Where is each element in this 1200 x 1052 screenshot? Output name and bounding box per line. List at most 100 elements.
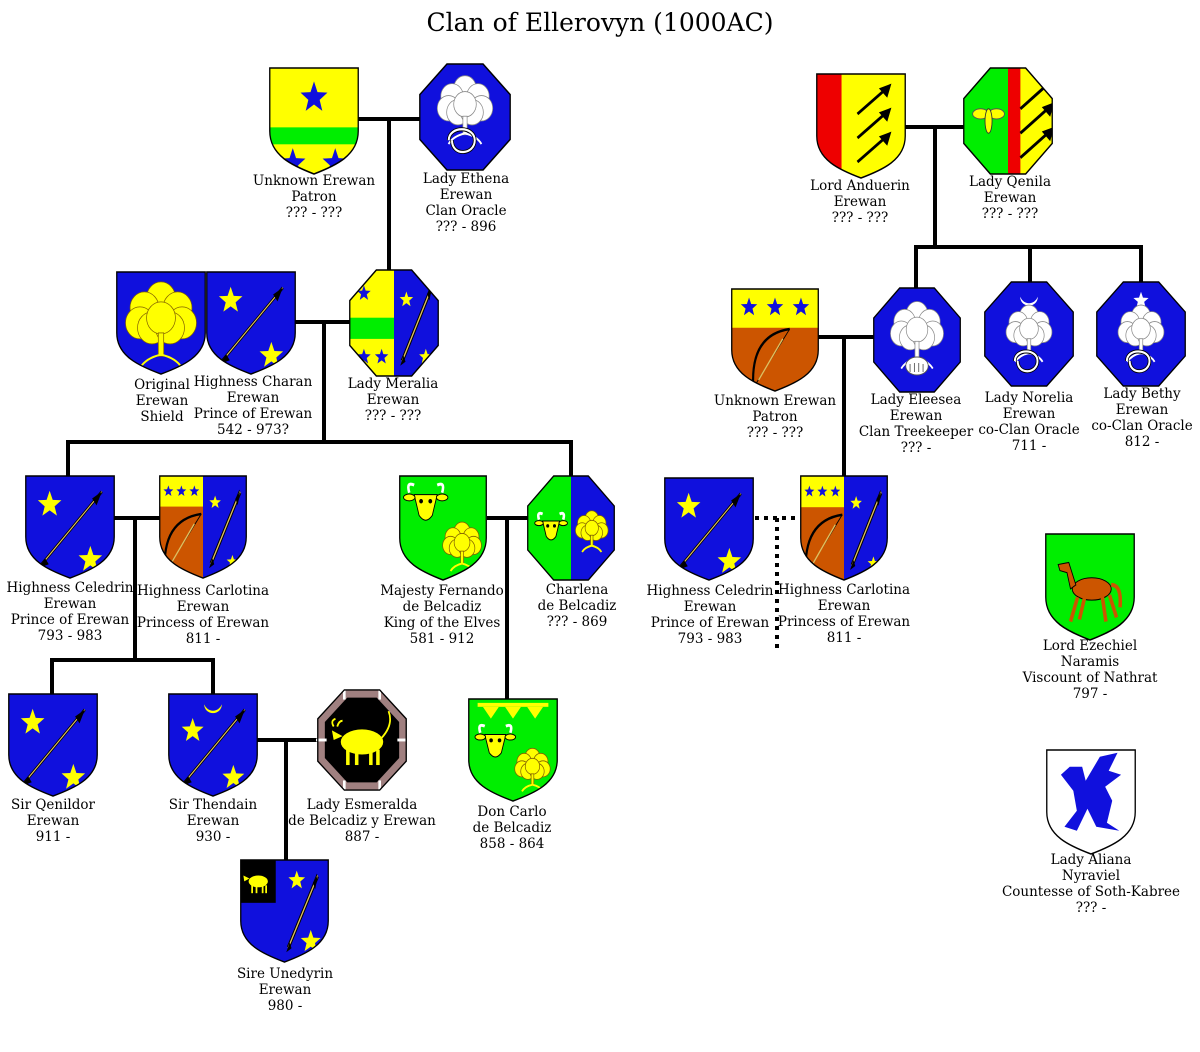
tree-icon — [575, 510, 609, 553]
person-label-line: Highness Charan — [193, 374, 313, 390]
star-icon — [226, 554, 239, 568]
person-label-line: 711 - — [1011, 438, 1047, 454]
person-label-line: Unknown Erewan — [252, 173, 376, 189]
person-label-line: 793 - 983 — [37, 628, 103, 644]
bull-head-icon — [403, 482, 449, 521]
person-label-line: Lady Ethena — [422, 171, 510, 187]
spear-icon — [850, 489, 883, 570]
person-label-line: ??? - ??? — [364, 408, 422, 424]
star-icon — [766, 297, 784, 316]
person-label-line: ??? - ??? — [285, 205, 343, 221]
person-label-line: Charlena — [545, 582, 609, 598]
person-label-line: Princess of Erewan — [777, 614, 911, 630]
coat-of-arms-icon — [1096, 281, 1186, 387]
star-icon — [280, 148, 306, 174]
star-icon — [850, 496, 862, 509]
person-label-line: 858 - 864 — [479, 836, 545, 852]
bull-head-icon — [474, 723, 517, 758]
star-icon — [804, 485, 815, 497]
person-label-line: Erewan — [43, 596, 97, 612]
star-icon — [1133, 291, 1149, 308]
star-icon — [61, 763, 86, 789]
griffin-icon — [1060, 752, 1122, 831]
coat-of-arms-icon — [25, 475, 115, 579]
person-label-line: ??? - ??? — [831, 210, 889, 226]
star-icon — [209, 495, 221, 509]
person-label-line: 911 - — [35, 829, 71, 845]
division — [1008, 68, 1021, 174]
star-icon — [78, 545, 103, 571]
person-label-line: 887 - — [344, 829, 380, 845]
person-label-line: Highness Carlotina — [777, 582, 911, 598]
person-label-line: 542 - 973? — [217, 422, 289, 438]
star-icon — [357, 285, 371, 300]
tree-icon — [436, 75, 494, 145]
bow-icon — [752, 327, 791, 389]
star-icon — [676, 492, 701, 518]
coat-of-arms-icon — [1045, 533, 1135, 641]
tree-icon — [442, 521, 482, 572]
bee-icon — [972, 108, 1005, 134]
coat-of-arms-icon — [206, 271, 296, 375]
person-label-line: Lady Meralia — [347, 376, 439, 392]
horse-icon — [1057, 561, 1123, 623]
coat-of-arms-icon — [159, 475, 247, 579]
arrows-icon — [856, 83, 892, 164]
person-label-line: ??? - 869 — [546, 614, 608, 630]
star-icon — [259, 341, 284, 367]
person-label-line: Erewan — [817, 598, 871, 614]
tree-icon — [890, 301, 944, 370]
person-label-line: Lady Bethy — [1103, 386, 1181, 402]
person-label-line: Patron — [291, 189, 337, 205]
spear-icon — [286, 873, 319, 953]
person-label-line: Lady Qenila — [968, 174, 1051, 190]
person-label-line: Erewan — [176, 599, 230, 615]
person-label-line: Shield — [140, 409, 184, 425]
person-label-line: Highness Celedrin — [6, 580, 134, 596]
person-label-line: Sir Thendain — [168, 797, 258, 813]
person-label-line: ??? - ??? — [746, 425, 804, 441]
spear-icon — [209, 489, 242, 569]
coat-of-arms-icon — [168, 693, 258, 797]
star-icon — [792, 297, 810, 316]
coat-of-arms-icon — [349, 269, 439, 377]
person-label-line: Erewan — [186, 813, 240, 829]
person-label-line: Don Carlo — [477, 804, 547, 820]
coat-of-arms-icon — [527, 475, 615, 581]
person-label-line: 980 - — [267, 998, 303, 1014]
person-label-line: Erewan — [833, 194, 887, 210]
star-icon — [218, 286, 243, 312]
coat-of-arms-icon — [116, 271, 206, 375]
star-icon — [357, 348, 371, 364]
tree-icon — [1005, 304, 1053, 363]
star-icon — [176, 485, 187, 497]
field — [664, 477, 754, 581]
person-label-line: Viscount of Nathrat — [1022, 670, 1158, 686]
person-label-line: de Belcadiz — [537, 598, 617, 614]
person-label-line: Prince of Erewan — [193, 406, 313, 422]
tree-icon — [125, 281, 197, 369]
person-label-line: Erewan — [1002, 406, 1056, 422]
coat-of-arms-icon — [873, 287, 961, 393]
person-label-line: Lady Norelia — [984, 390, 1074, 406]
person-label-line: co-Clan Oracle — [1091, 418, 1193, 434]
person-label-line: ??? - 896 — [435, 219, 497, 235]
person-label-line: de Belcadiz — [472, 820, 552, 836]
field — [8, 693, 98, 797]
star-icon — [374, 348, 389, 364]
coat-of-arms-icon — [984, 281, 1074, 387]
